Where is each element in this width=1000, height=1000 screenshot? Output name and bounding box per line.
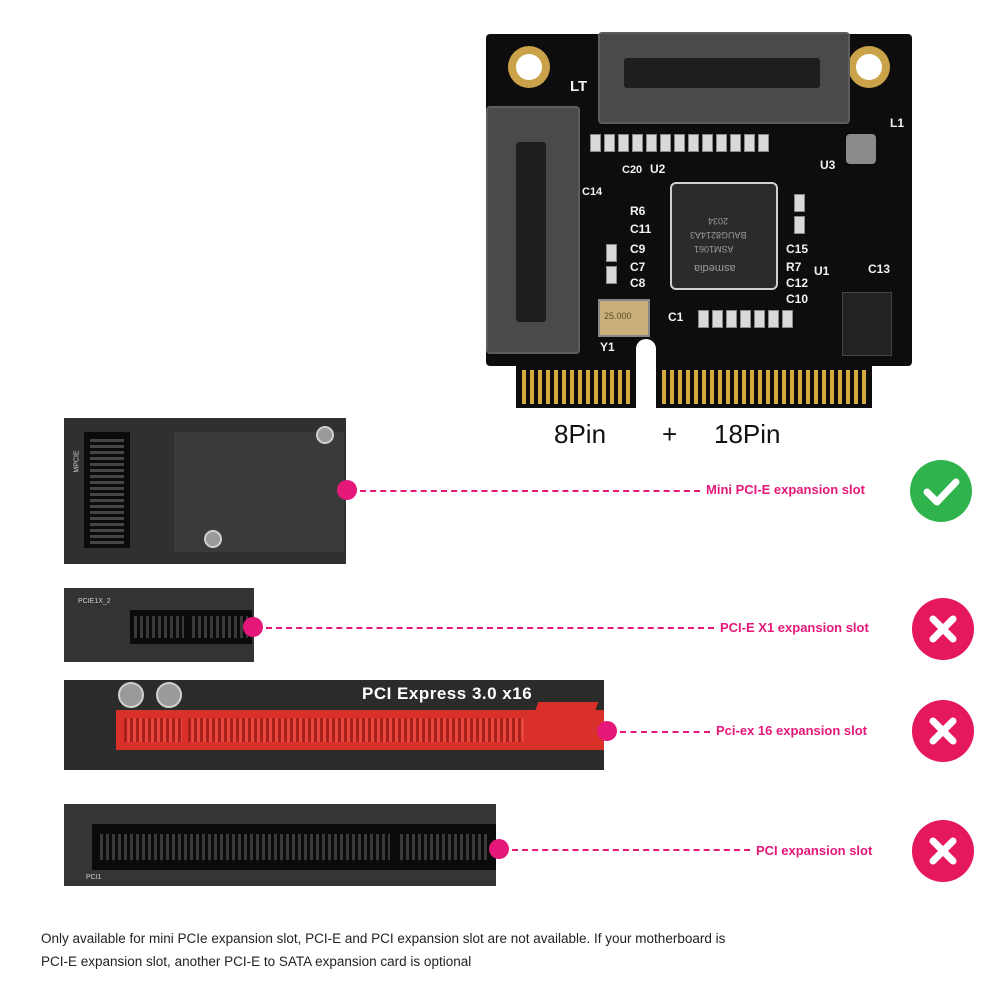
edge-finger — [750, 370, 754, 404]
silk-c12: C12 — [786, 276, 809, 290]
silk-c14: C14 — [582, 186, 603, 198]
edge-finger — [522, 370, 526, 404]
silk-c15: C15 — [786, 242, 809, 256]
regulator-chip — [842, 292, 892, 356]
slot-label-mini-pcie: Mini PCI-E expansion slot — [706, 482, 865, 497]
silk-y1: Y1 — [600, 340, 615, 354]
slot-label-pcie-x1: PCI-E X1 expansion slot — [720, 620, 869, 635]
edge-finger — [530, 370, 534, 404]
edge-finger — [546, 370, 550, 404]
mini-pcie-slot-photo: MPCIE — [64, 418, 346, 564]
connector-dot-2 — [243, 617, 263, 637]
edge-finger — [586, 370, 590, 404]
connector-line-2 — [266, 627, 714, 629]
edge-fingers-18pin — [656, 366, 872, 408]
silk-c7: C7 — [630, 260, 646, 274]
edge-finger — [782, 370, 786, 404]
edge-finger — [626, 370, 630, 404]
edge-finger — [570, 370, 574, 404]
edge-finger — [758, 370, 762, 404]
connector-line-4 — [512, 849, 750, 851]
sata-port-left — [486, 106, 580, 354]
edge-finger — [702, 370, 706, 404]
note-line-2: PCI-E expansion slot, another PCI-E to S… — [41, 954, 472, 969]
card-notch — [636, 339, 656, 409]
silk-c13: C13 — [868, 262, 891, 276]
connector-dot-4 — [489, 839, 509, 859]
edge-finger — [854, 370, 858, 404]
slot-label-pci: PCI expansion slot — [756, 843, 873, 858]
edge-finger — [774, 370, 778, 404]
edge-finger — [578, 370, 582, 404]
silk-u2: U2 — [650, 162, 666, 176]
edge-finger — [694, 370, 698, 404]
edge-finger — [718, 370, 722, 404]
edge-fingers-8pin — [516, 366, 636, 408]
edge-finger — [554, 370, 558, 404]
pcie-x16-slot-photo: PCI Express 3.0 x16 — [64, 680, 604, 770]
pin-label-18pin: 18Pin — [714, 419, 781, 449]
silk-c11: C11 — [630, 222, 652, 236]
edge-finger — [538, 370, 542, 404]
edge-finger — [686, 370, 690, 404]
edge-finger — [822, 370, 826, 404]
edge-finger — [562, 370, 566, 404]
note-line-1: Only available for mini PCIe expansion s… — [41, 931, 726, 946]
silk-c8: C8 — [630, 276, 646, 290]
compatibility-note: Only available for mini PCIe expansion s… — [41, 927, 941, 973]
slot-label-pcie-x16: Pci-ex 16 expansion slot — [716, 723, 868, 738]
edge-finger — [798, 370, 802, 404]
inductor-l1 — [846, 134, 876, 164]
connector-dot-1 — [337, 480, 357, 500]
mount-hole-left — [508, 46, 550, 88]
connector-line-3 — [620, 731, 710, 733]
silk-c9: C9 — [630, 242, 646, 256]
mount-hole-right — [848, 46, 890, 88]
edge-finger — [710, 370, 714, 404]
edge-finger — [678, 370, 682, 404]
edge-finger — [838, 370, 842, 404]
check-icon — [910, 460, 972, 522]
edge-finger — [726, 370, 730, 404]
cross-icon — [912, 700, 974, 762]
silk-u3: U3 — [820, 158, 836, 172]
edge-finger — [602, 370, 606, 404]
edge-finger — [814, 370, 818, 404]
crystal-y1: 25.000 — [598, 299, 650, 337]
pin-label-8pin: 8Pin — [554, 419, 607, 449]
edge-finger — [846, 370, 850, 404]
pcie-x1-slot-photo: PCIE1X_2 — [64, 588, 254, 662]
edge-finger — [618, 370, 622, 404]
edge-finger — [790, 370, 794, 404]
edge-finger — [742, 370, 746, 404]
silk-r6: R6 — [630, 204, 646, 218]
edge-finger — [662, 370, 666, 404]
silk-c10: C10 — [786, 292, 809, 306]
cross-icon — [912, 820, 974, 882]
mini-pcie-sata-card: LT L1 U2 U3 U1 R6 C11 C9 C7 C8 C1 Y1 C15… — [486, 32, 912, 409]
silk-l1: L1 — [890, 116, 905, 130]
edge-finger — [862, 370, 866, 404]
edge-finger — [806, 370, 810, 404]
pin-label-plus: + — [662, 419, 678, 449]
cross-icon — [912, 598, 974, 660]
sata-port-top — [598, 32, 850, 124]
silk-c1: C1 — [668, 310, 684, 324]
silk-r7: R7 — [786, 260, 802, 274]
silk-lt: LT — [570, 78, 588, 95]
edge-finger — [610, 370, 614, 404]
edge-finger — [830, 370, 834, 404]
connector-dot-3 — [597, 721, 617, 741]
edge-finger — [734, 370, 738, 404]
edge-finger — [594, 370, 598, 404]
silk-u1: U1 — [814, 264, 830, 278]
silk-c20: C20 — [622, 164, 643, 176]
asm1061-chip: asmedia ASM1061 BAUG8214A3 2034 — [670, 182, 778, 290]
edge-finger — [766, 370, 770, 404]
pci-slot-photo: PCI1 — [64, 804, 496, 886]
edge-finger — [670, 370, 674, 404]
connector-line-1 — [360, 490, 700, 492]
